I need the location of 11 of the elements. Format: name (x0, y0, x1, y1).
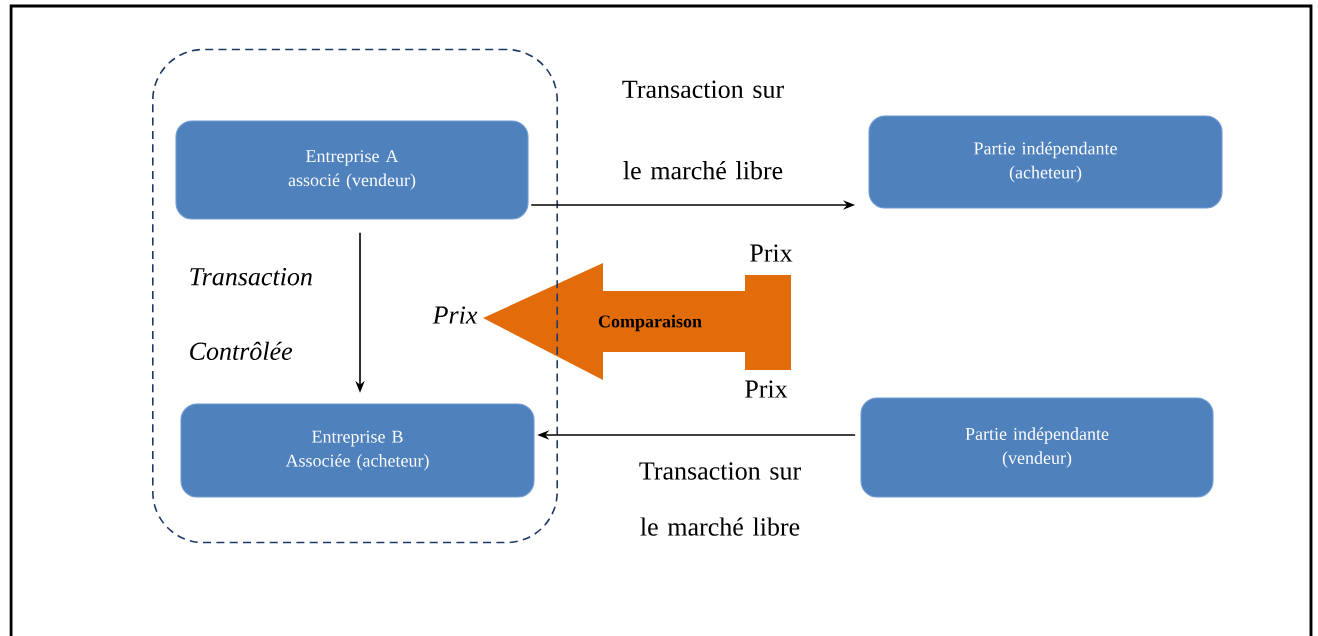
entity-box: Partie indépendante (vendeur) (860, 397, 1214, 498)
price-label: Prix (432, 306, 478, 324)
price-label: Prix (745, 380, 788, 398)
entity-box: Partie indépendante (acheteur) (868, 115, 1223, 209)
price-label: Prix (750, 244, 793, 262)
edge-label: Transaction sur le marché libre (622, 80, 784, 180)
group-boundary (152, 48, 558, 544)
edge-label: Transaction Contrôlée (190, 267, 312, 361)
edge-label: Transaction sur le marché libre (639, 462, 801, 536)
entity-box: Entreprise A associé (vendeur) (175, 120, 529, 220)
entity-box: Entreprise B Associée (acheteur) (180, 403, 535, 498)
